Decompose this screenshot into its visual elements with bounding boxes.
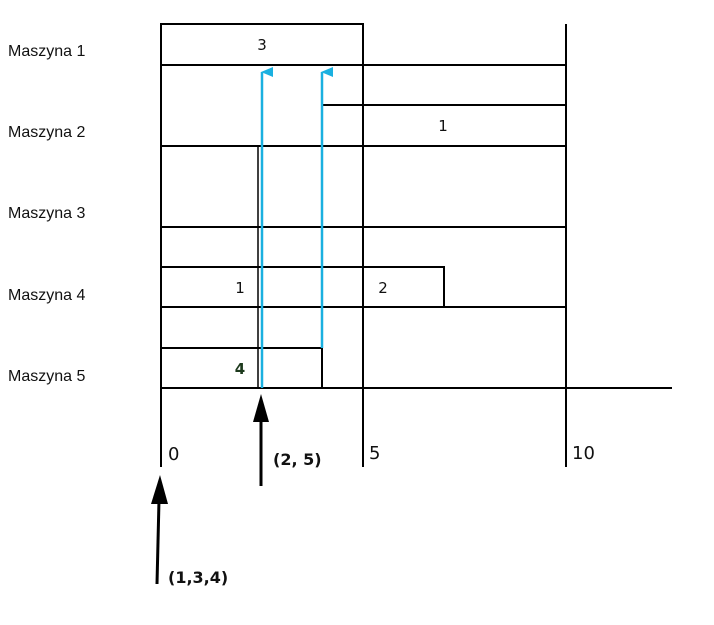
machine-label-2: Maszyna 2 [8, 124, 85, 141]
task-bar-m1-3 [160, 23, 364, 66]
tick-label-10: 10 [572, 443, 595, 464]
task-label-m4-second: 2 [378, 279, 388, 297]
task-label-m4-first: 1 [235, 279, 245, 297]
event-label-2-5: (2, 5) [273, 450, 322, 469]
tick-label-5: 5 [369, 443, 380, 464]
tick-label-0: 0 [168, 444, 179, 465]
event-arrow-134-shaft [155, 499, 161, 585]
machine-label-4: Maszyna 4 [8, 287, 85, 304]
transfer-arrows [260, 67, 333, 388]
event-arrows [151, 394, 269, 585]
event-arrow-134-head [151, 475, 168, 504]
task-bar-m5-4 [160, 347, 323, 389]
event-label-134: (1,3,4) [168, 568, 228, 587]
machine-label-1: Maszyna 1 [8, 43, 85, 60]
task-label-m2: 1 [438, 117, 448, 135]
lane-lines [160, 24, 672, 467]
machine-label-3: Maszyna 3 [8, 205, 85, 222]
task-label-m5: 4 [235, 360, 245, 378]
machine-label-5: Maszyna 5 [8, 368, 85, 385]
task-bar-m4-2 [362, 266, 445, 308]
event-arrow-2-5-head [253, 394, 269, 422]
task-label-m1: 3 [257, 36, 267, 54]
